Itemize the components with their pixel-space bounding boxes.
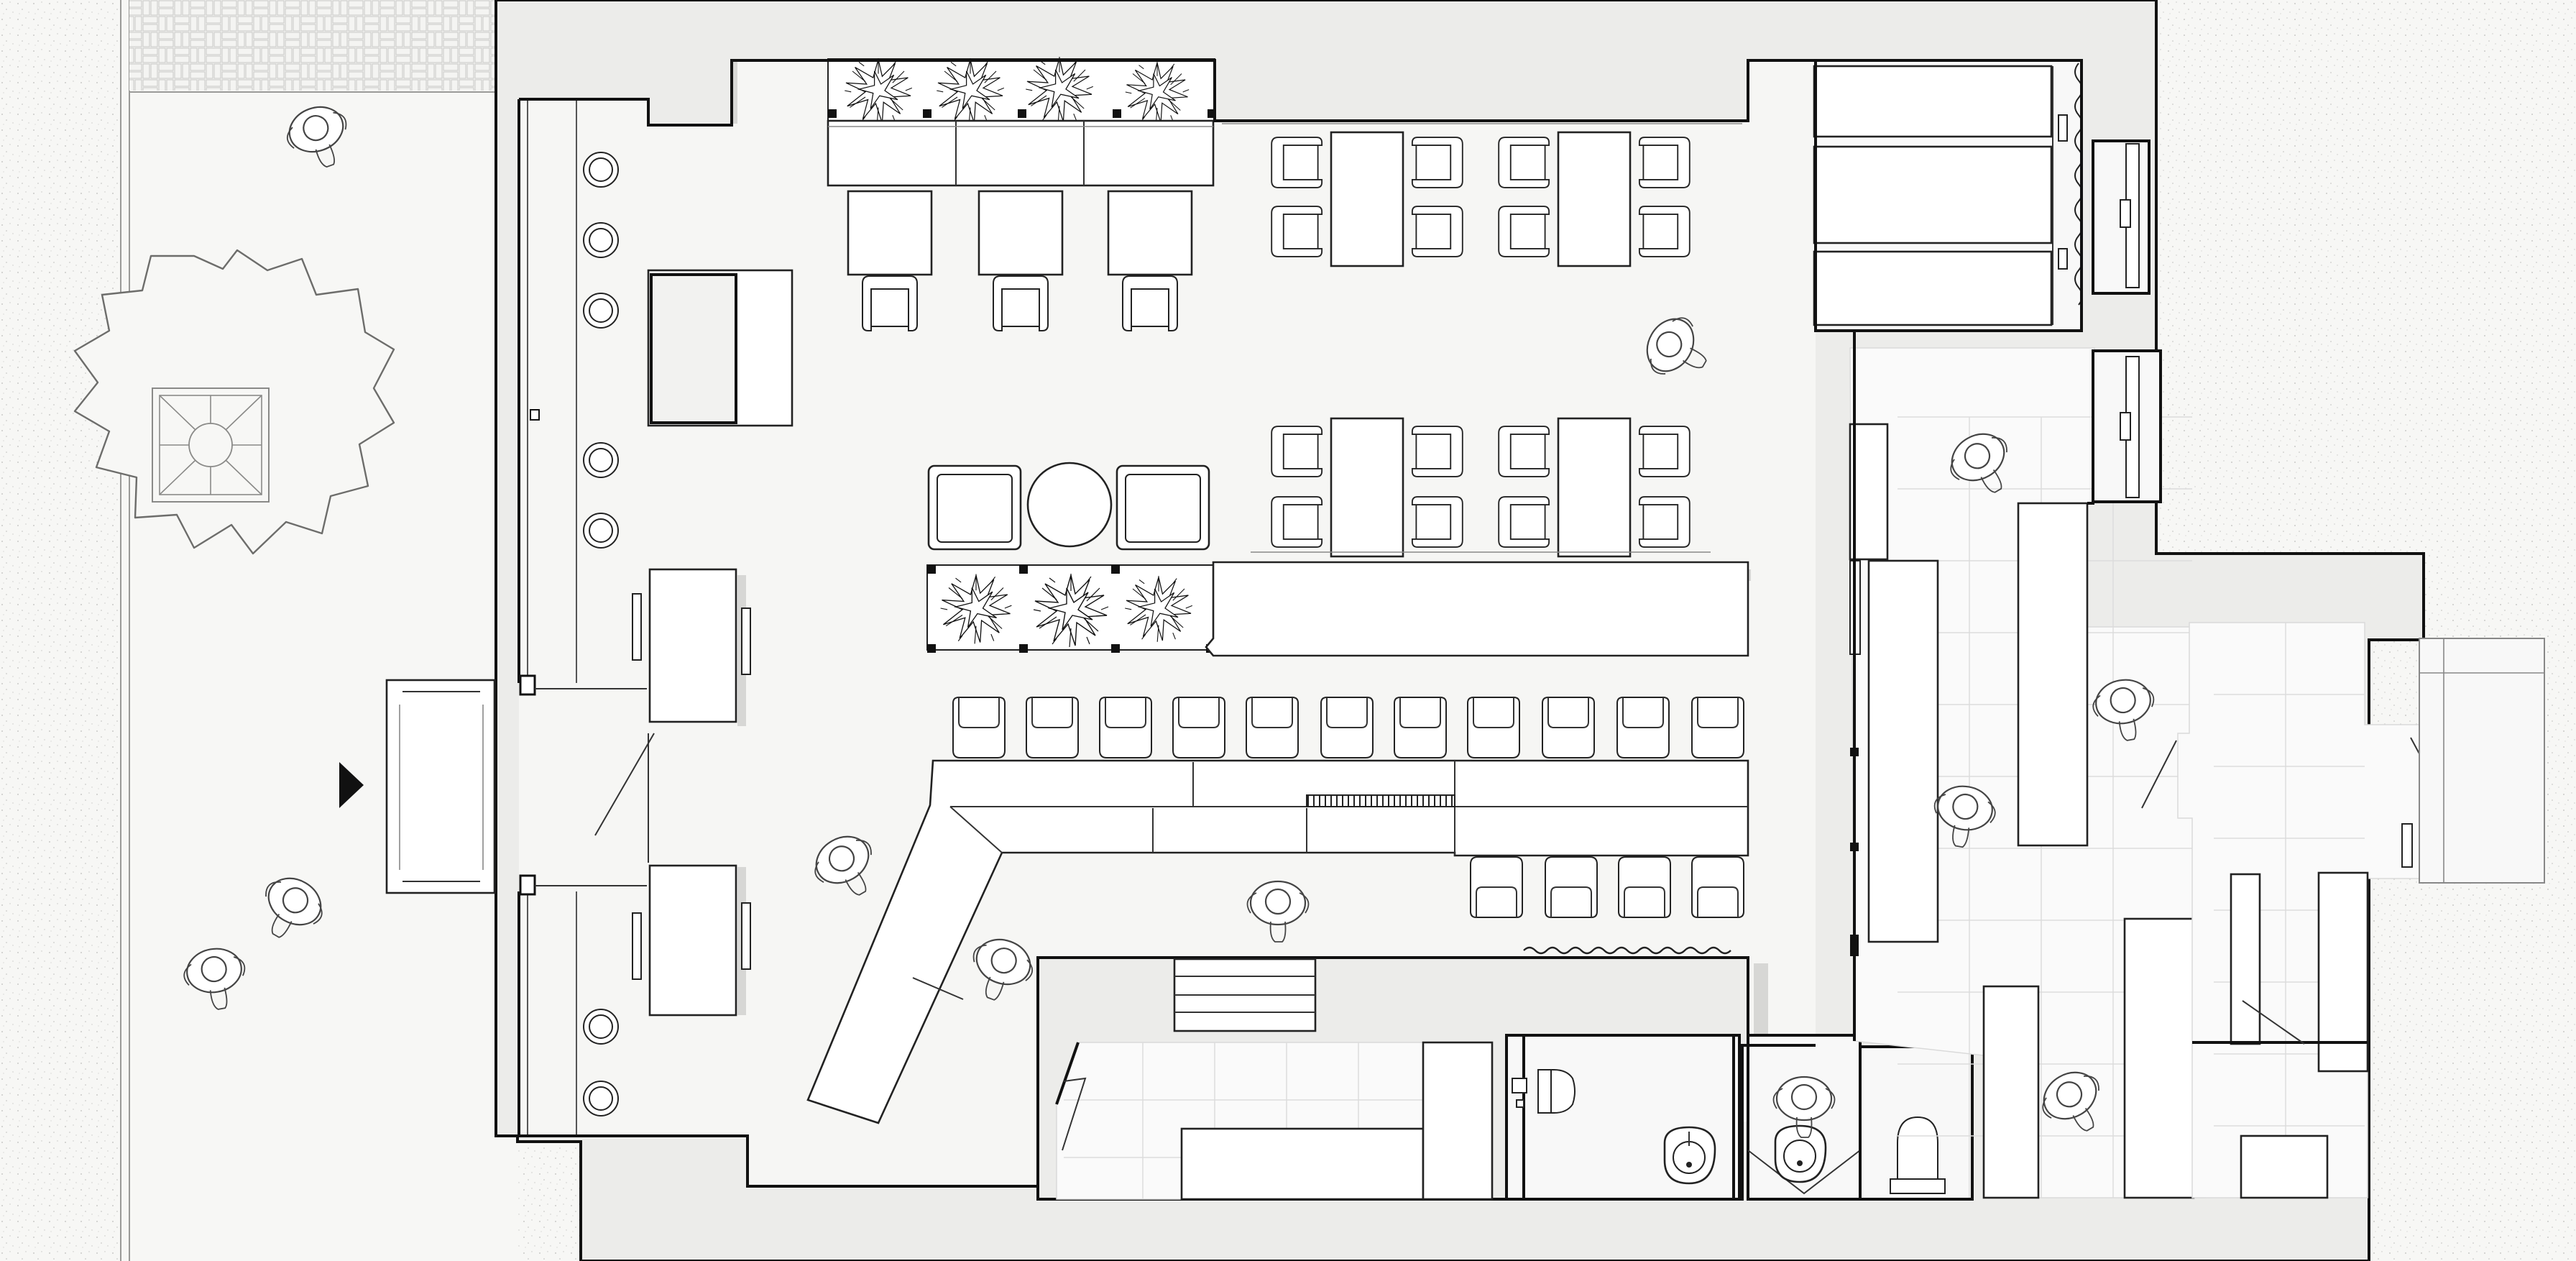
restroom-3 [1859, 1045, 1974, 1201]
window-table-top [632, 568, 751, 723]
restroom-1 [1505, 1034, 1741, 1201]
window-table-bottom [632, 864, 751, 1017]
two-top-tables [847, 190, 1193, 331]
storefront-glazing [518, 99, 655, 1136]
bar-grate [1306, 794, 1455, 807]
paving-area [129, 0, 503, 91]
triangle-arrow-icon [339, 762, 364, 808]
curtain [1523, 946, 1731, 955]
toilet-icon [1512, 1069, 1576, 1114]
bench-counter [1205, 561, 1749, 657]
toilet-icon [1890, 1116, 1946, 1194]
banquette-top [827, 119, 1215, 187]
bar-counter [806, 759, 1749, 1124]
service-room [1849, 331, 2206, 1199]
entrance-mat [385, 679, 496, 894]
planter-bottom [926, 564, 1215, 653]
dining-table-3 [1271, 417, 1463, 558]
sidewalk [121, 0, 518, 1261]
kitchen [1055, 1041, 1494, 1201]
sink-icon [1774, 1124, 1827, 1183]
lounge-set [927, 462, 1210, 551]
planter-top [827, 56, 1216, 125]
storage-bay [1813, 59, 2150, 332]
tree-canopy-icon [73, 249, 395, 555]
sink-icon [1663, 1126, 1716, 1185]
back-rooms [2141, 622, 2545, 1199]
interior-walls [519, 59, 2083, 1188]
dining-table-2 [1498, 131, 1690, 267]
bar-stools [952, 697, 1744, 758]
dining-table-4 [1498, 417, 1690, 558]
dining-table-1 [1271, 131, 1463, 267]
exterior-stair [2419, 638, 2545, 884]
